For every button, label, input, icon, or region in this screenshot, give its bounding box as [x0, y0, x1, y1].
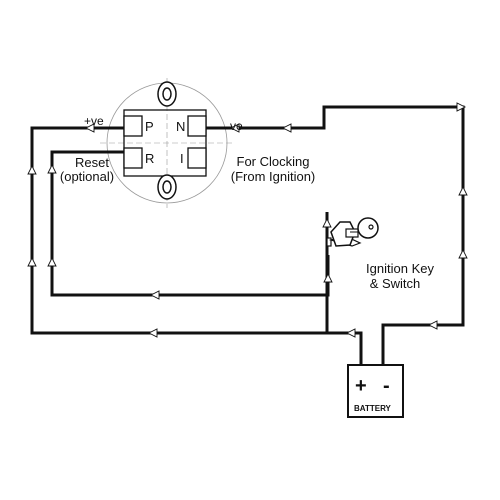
pin-r-label: R: [145, 151, 154, 166]
arrow-up-icon: [27, 256, 37, 267]
arrow-up-icon: [323, 272, 333, 283]
battery-label: BATTERY: [354, 404, 392, 413]
battery-minus-label: -: [383, 375, 390, 397]
pin-i-label: I: [180, 151, 184, 166]
arrow-up-icon: [322, 217, 332, 228]
terminal-r: [123, 147, 143, 169]
wires: [30, 105, 465, 365]
arrow-left-icon: [84, 123, 95, 133]
arrow-up-icon: [47, 256, 57, 267]
terminal-n: [187, 115, 207, 137]
battery-plus-label: +: [355, 375, 367, 397]
switch-housing: P R N I: [100, 78, 234, 208]
arrow-up-icon: [458, 248, 468, 259]
terminal-p: [123, 115, 143, 137]
arrow-left-icon: [229, 123, 240, 133]
positive-label: +ve: [84, 114, 104, 128]
arrow-left-icon: [147, 328, 158, 338]
ignition-key-switch-icon: [326, 217, 379, 247]
ignition-label-line2: & Switch: [370, 276, 421, 291]
reset-label-line2: (optional): [60, 169, 114, 184]
reset-label-line1: Reset: [75, 155, 109, 170]
clocking-label-line2: (From Ignition): [231, 169, 316, 184]
flow-arrows: [27, 102, 468, 338]
arrow-up-icon: [27, 164, 37, 175]
arrow-left-icon: [427, 320, 438, 330]
ignition-label-line1: Ignition Key: [366, 261, 434, 276]
battery-icon: + - BATTERY: [347, 364, 404, 418]
arrow-left-icon: [149, 290, 160, 300]
clocking-label-line1: For Clocking: [237, 154, 310, 169]
pin-n-label: N: [176, 119, 185, 134]
bottom-mounting-screw-icon: [157, 174, 177, 200]
arrow-up-icon: [47, 163, 57, 174]
battery-positive-wire: [327, 331, 363, 365]
pin-p-label: P: [145, 119, 154, 134]
arrow-left-icon: [281, 123, 292, 133]
top-mounting-screw-icon: [157, 81, 177, 107]
arrow-left-icon: [345, 328, 356, 338]
arrow-up-icon: [458, 185, 468, 196]
negative-label: -ve: [226, 119, 243, 133]
arrow-right-icon: [456, 102, 467, 112]
terminal-i: [187, 147, 207, 169]
